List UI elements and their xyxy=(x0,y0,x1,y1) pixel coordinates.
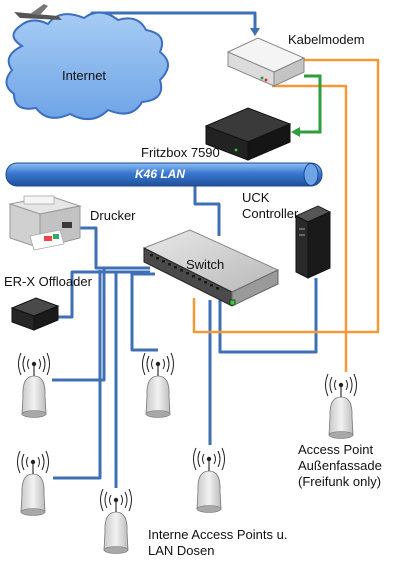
internet-label: Internet xyxy=(62,68,106,83)
access-point-indoor-5 xyxy=(192,447,226,514)
modem-outdoor-ap-cable xyxy=(272,84,348,372)
lan-bus-label: K46 LAN xyxy=(135,167,185,181)
fritzbox-label: Fritzbox 7590 xyxy=(141,145,220,160)
ap1-cable xyxy=(52,268,106,382)
router-icon xyxy=(204,107,292,161)
ap-outdoor-label-line3: (Freifunk only) xyxy=(298,474,381,489)
printer-label: Drucker xyxy=(90,208,136,223)
ap-outdoor-label-line1: Access Point xyxy=(298,442,374,457)
switch-device: Switch xyxy=(142,229,280,307)
access-point-icon xyxy=(17,352,51,419)
server-icon xyxy=(294,205,332,279)
uck-switch-cable xyxy=(218,278,318,354)
ap2-cable xyxy=(130,272,158,352)
bus-switch-cable xyxy=(193,186,221,236)
cloud-icon xyxy=(5,11,169,121)
internet-cloud: Internet xyxy=(5,11,169,121)
satellite-icon xyxy=(14,4,62,20)
erx-switch-cable xyxy=(58,270,150,319)
access-point-outdoor xyxy=(324,373,358,440)
modem-switch-cable xyxy=(192,58,380,334)
switch-label: Switch xyxy=(186,257,224,272)
printer-device: Drucker xyxy=(8,195,136,251)
lan-cables xyxy=(52,11,318,488)
printer-switch-cable xyxy=(78,226,150,270)
ap-indoor-label-line1: Interne Access Points u. xyxy=(148,527,287,542)
modem-label: Kabelmodem xyxy=(288,32,365,47)
erx-label: ER-X Offloader xyxy=(4,274,93,289)
lan-bus: K46 LAN xyxy=(5,162,323,187)
erx-device: ER-X Offloader xyxy=(4,274,93,331)
access-point-icon xyxy=(99,488,133,555)
access-point-icon xyxy=(141,352,175,419)
wan-cables xyxy=(192,58,380,372)
switch-icon xyxy=(142,229,280,307)
uplink-cable xyxy=(291,74,322,137)
access-point-indoor-3 xyxy=(16,450,50,517)
ap-indoor-label-line2: LAN Dosen xyxy=(148,543,214,558)
access-point-indoor-2 xyxy=(141,352,175,419)
uck-device: UCK Controller xyxy=(242,190,332,279)
ap-outdoor-label-line2: Außenfassade xyxy=(298,458,382,473)
modem-device: Kabelmodem xyxy=(226,32,365,87)
access-point-icon xyxy=(324,373,358,440)
uck-label-line2: Controller xyxy=(242,206,299,221)
ap3-cable xyxy=(53,270,102,480)
modem-icon xyxy=(226,37,306,87)
uck-label-line1: UCK xyxy=(242,190,270,205)
router-device: Fritzbox 7590 xyxy=(141,107,292,161)
gateway-icon xyxy=(10,297,60,331)
access-point-icon xyxy=(192,447,226,514)
access-point-indoor-1 xyxy=(17,352,51,419)
access-point-icon xyxy=(16,450,50,517)
printer-icon xyxy=(8,195,82,251)
access-point-indoor-4 xyxy=(99,488,133,555)
